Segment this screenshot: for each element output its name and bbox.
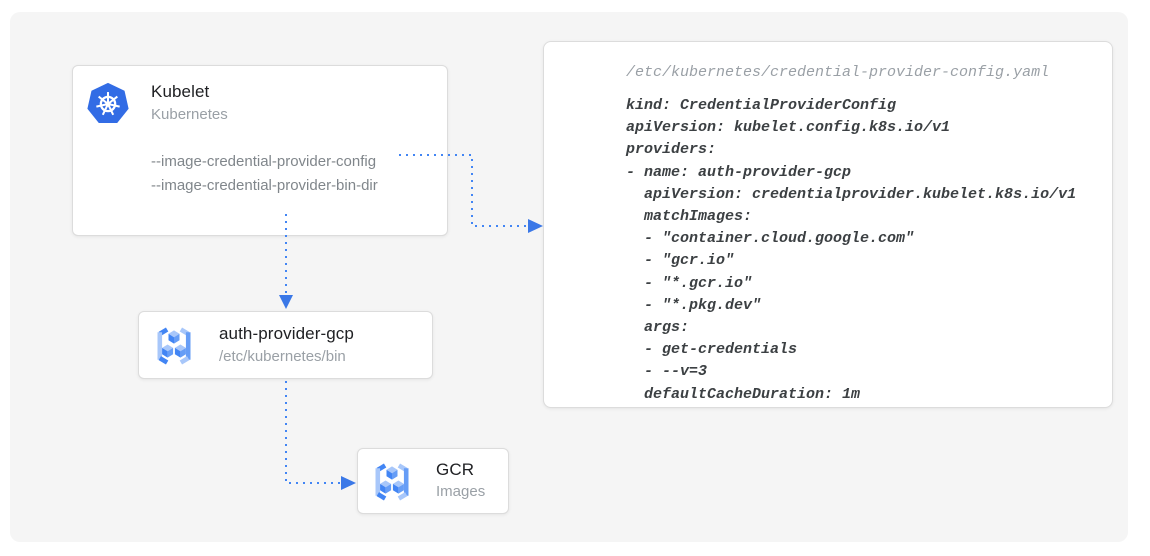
container-registry-icon — [370, 460, 414, 504]
flag-image-credential-provider-bin-dir: --image-credential-provider-bin-dir — [151, 177, 378, 194]
kubelet-subtitle: Kubernetes — [151, 106, 228, 123]
kubelet-flags: --image-credential-provider-config --ima… — [151, 150, 378, 198]
gcr-title: GCR — [436, 460, 475, 479]
auth-provider-path: /etc/kubernetes/bin — [219, 348, 346, 365]
kubernetes-icon — [85, 81, 131, 127]
config-file-path: /etc/kubernetes/credential-provider-conf… — [626, 64, 1050, 81]
config-yaml-content: kind: CredentialProviderConfig apiVersio… — [626, 97, 1077, 403]
container-registry-icon — [152, 324, 196, 368]
gcr-card: GCR Images — [357, 448, 509, 514]
credential-provider-config-panel: /etc/kubernetes/credential-provider-conf… — [543, 41, 1113, 408]
flag-image-credential-provider-config: --image-credential-provider-config — [151, 153, 377, 170]
auth-provider-title: auth-provider-gcp — [219, 324, 354, 343]
kubelet-title: Kubelet — [151, 82, 210, 101]
auth-provider-gcp-card: auth-provider-gcp /etc/kubernetes/bin — [138, 311, 433, 379]
kubelet-card: Kubelet Kubernetes --image-credential-pr… — [72, 65, 448, 236]
gcr-subtitle: Images — [436, 483, 486, 500]
